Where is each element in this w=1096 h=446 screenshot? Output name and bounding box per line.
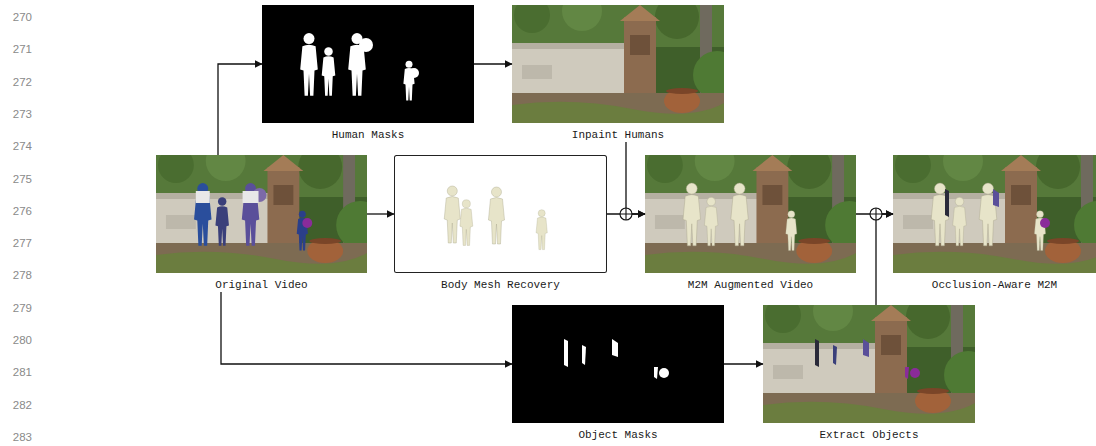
flow-arrow [474, 63, 512, 64]
image-panel: Occlusion-Aware M2M [893, 155, 1096, 292]
panel-caption: Occlusion-Aware M2M [893, 279, 1096, 292]
flow-arrow [724, 363, 763, 364]
line-number: 282 [2, 398, 32, 412]
image-panel: M2M Augmented Video [645, 155, 856, 292]
line-number: 275 [2, 172, 32, 186]
line-number: 271 [2, 42, 32, 56]
line-number: 274 [2, 139, 32, 153]
flow-arrow [221, 292, 512, 364]
line-number: 281 [2, 365, 32, 379]
line-number: 276 [2, 204, 32, 218]
sum-junction [870, 208, 882, 220]
panel-caption: Inpaint Humans [512, 129, 724, 142]
image-panel: Object Masks [512, 305, 724, 442]
flow-arrow [367, 213, 394, 214]
line-number: 272 [2, 75, 32, 89]
image-panel: Body Mesh Recovery [394, 155, 607, 292]
line-number: 279 [2, 301, 32, 315]
line-number: 280 [2, 333, 32, 347]
line-number: 270 [2, 10, 32, 24]
panel-caption: Extract Objects [763, 429, 975, 442]
image-panel: Original Video [156, 155, 367, 292]
line-number: 273 [2, 107, 32, 121]
image-panel: Inpaint Humans [512, 5, 724, 142]
image-panel: Human Masks [262, 5, 474, 142]
panel-caption: M2M Augmented Video [645, 279, 856, 292]
line-number: 277 [2, 236, 32, 250]
line-number: 283 [2, 430, 32, 444]
sum-junction [620, 208, 632, 220]
panel-caption: Human Masks [262, 129, 474, 142]
flow-arrow [876, 214, 893, 305]
flow-arrow [218, 64, 262, 155]
plus-sign [870, 208, 882, 220]
panel-caption: Original Video [156, 279, 367, 292]
panel-caption: Object Masks [512, 429, 724, 442]
plus-sign [620, 208, 632, 220]
flow-arrow [626, 142, 645, 214]
panel-caption: Body Mesh Recovery [394, 279, 607, 292]
line-number: 278 [2, 268, 32, 282]
image-panel: Extract Objects [763, 305, 975, 442]
